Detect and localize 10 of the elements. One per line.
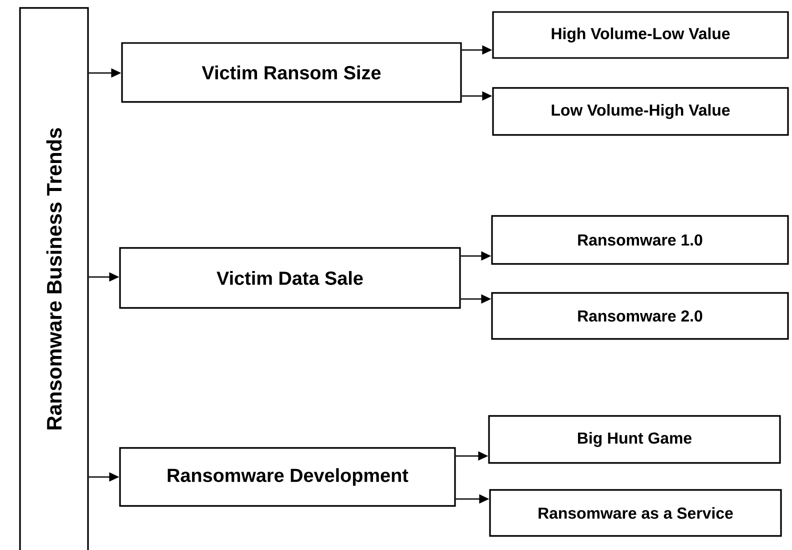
item-box: Big Hunt Game xyxy=(488,415,781,464)
item-box: Low Volume-High Value xyxy=(492,87,789,136)
item-box: High Volume-Low Value xyxy=(492,11,789,59)
category-box: Victim Ransom Size xyxy=(121,42,462,103)
item-box: Ransomware 2.0 xyxy=(491,292,789,340)
heading-box: Ransomware Business Trends xyxy=(19,7,89,550)
category-box: Ransomware Development xyxy=(119,447,456,507)
item-box: Ransomware as a Service xyxy=(489,489,782,537)
category-box: Victim Data Sale xyxy=(119,247,461,309)
item-box: Ransomware 1.0 xyxy=(491,215,789,265)
